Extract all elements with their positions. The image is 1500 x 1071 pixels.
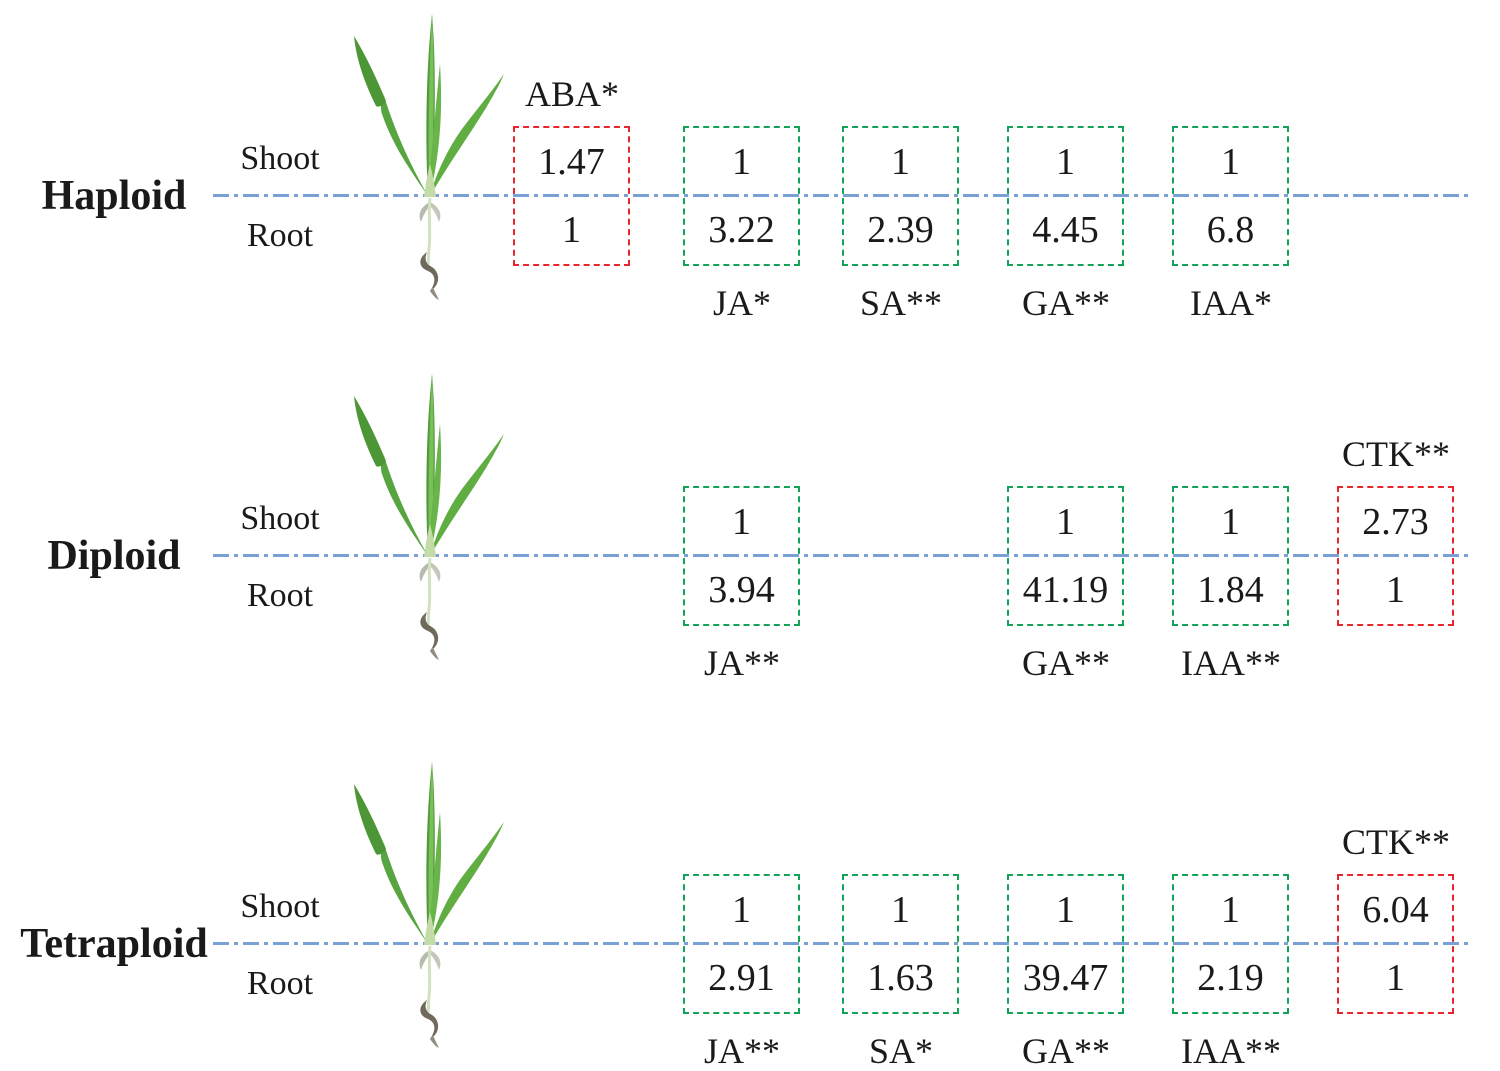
hormone-label: GA** xyxy=(1022,283,1110,323)
hormone-box: 1 2.19 xyxy=(1172,874,1289,1014)
root-value: 6.8 xyxy=(1206,209,1255,251)
shoot-label: Shoot xyxy=(240,888,320,925)
shoot-root-divider xyxy=(213,554,1473,557)
root-value: 39.47 xyxy=(1022,957,1109,999)
shoot-label: Shoot xyxy=(240,500,320,537)
hormone-label: JA** xyxy=(703,643,780,683)
root-value: 1 xyxy=(1386,957,1405,999)
hormone-label: ABA* xyxy=(524,74,619,114)
shoot-value: 1 xyxy=(732,889,751,931)
root-value: 1.84 xyxy=(1197,569,1264,611)
hormone-box: 1.47 1 xyxy=(513,126,630,266)
hormone-label: IAA* xyxy=(1190,283,1272,323)
ploidy-label: Haploid xyxy=(41,173,187,219)
hormone-label: IAA** xyxy=(1181,643,1281,683)
shoot-value: 2.73 xyxy=(1362,501,1429,543)
hormone-box: 6.04 1 xyxy=(1337,874,1454,1014)
root-value: 3.94 xyxy=(708,569,775,611)
hormone-label: GA** xyxy=(1022,643,1110,683)
shoot-value: 1 xyxy=(732,141,751,183)
hormone-label: JA* xyxy=(712,283,771,323)
root-value: 3.22 xyxy=(708,209,775,251)
shoot-value: 1 xyxy=(1221,889,1240,931)
hormone-box: 1 41.19 xyxy=(1007,486,1124,626)
shoot-value: 1 xyxy=(1056,501,1075,543)
root-value: 1 xyxy=(1386,569,1405,611)
hormone-label: GA** xyxy=(1022,1031,1110,1071)
shoot-value: 1 xyxy=(1221,141,1240,183)
root-label: Root xyxy=(246,217,314,254)
hormone-box: 1 3.22 xyxy=(683,126,800,266)
root-value: 41.19 xyxy=(1022,569,1109,611)
hormone-box: 1 1.84 xyxy=(1172,486,1289,626)
hormone-box: 1 2.91 xyxy=(683,874,800,1014)
hormone-box: 1 2.39 xyxy=(842,126,959,266)
root-value: 2.19 xyxy=(1197,957,1264,999)
hormone-box: 2.73 1 xyxy=(1337,486,1454,626)
shoot-value: 1 xyxy=(891,141,910,183)
shoot-label: Shoot xyxy=(240,140,320,177)
shoot-value: 1 xyxy=(732,501,751,543)
ploidy-label: Tetraploid xyxy=(20,921,208,967)
shoot-value: 1 xyxy=(1056,889,1075,931)
hormone-label: SA** xyxy=(859,283,943,323)
hormone-box: 1 4.45 xyxy=(1007,126,1124,266)
root-value: 2.91 xyxy=(708,957,775,999)
shoot-value: 1 xyxy=(1056,141,1075,183)
root-value: 1 xyxy=(562,209,581,251)
root-value: 2.39 xyxy=(867,209,934,251)
root-value: 4.45 xyxy=(1032,209,1099,251)
ploidy-label: Diploid xyxy=(47,533,181,579)
hormone-label: CTK** xyxy=(1342,434,1450,474)
hormone-label: JA** xyxy=(703,1031,780,1071)
shoot-value: 1 xyxy=(1221,501,1240,543)
root-label: Root xyxy=(246,965,314,1002)
hormone-box: 1 1.63 xyxy=(842,874,959,1014)
root-label: Root xyxy=(246,577,314,614)
hormone-box: 1 39.47 xyxy=(1007,874,1124,1014)
shoot-value: 1 xyxy=(891,889,910,931)
hormone-box: 1 3.94 xyxy=(683,486,800,626)
hormone-label: CTK** xyxy=(1342,822,1450,862)
root-value: 1.63 xyxy=(867,957,934,999)
hormone-box: 1 6.8 xyxy=(1172,126,1289,266)
hormone-label: SA* xyxy=(868,1031,934,1071)
shoot-value: 1.47 xyxy=(538,141,605,183)
shoot-value: 6.04 xyxy=(1362,889,1429,931)
hormone-label: IAA** xyxy=(1181,1031,1281,1071)
